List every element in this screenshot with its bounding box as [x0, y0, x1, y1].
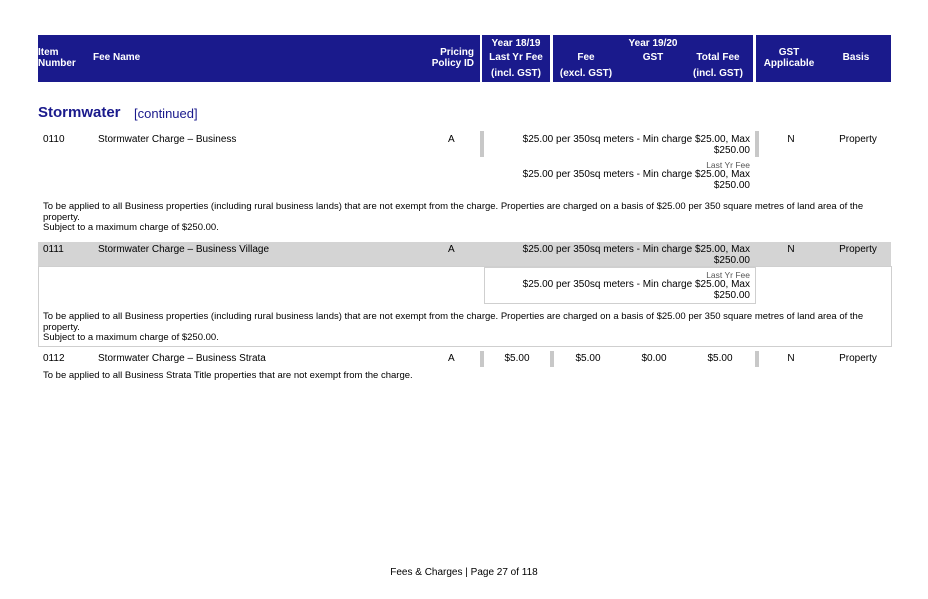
header-year-prev: Year 18/19 [491, 38, 541, 49]
header-item-number: Item Number [38, 47, 76, 69]
row-0110-last-yr-label: Last Yr Fee [706, 160, 750, 170]
row-0111-band [38, 242, 891, 266]
header-last-yr-fee: Last Yr Fee [489, 52, 543, 63]
header-band-year-curr: Year 19/20 Fee (excl. GST) GST Total Fee… [553, 35, 753, 82]
row-0112-divider-3 [755, 351, 759, 367]
row-0111-policy: A [448, 244, 455, 255]
header-band-left: Item Number Fee Name Pricing Policy ID [38, 35, 480, 82]
row-0112-item: 0112 [43, 353, 65, 364]
row-0110-name: Stormwater Charge – Business [98, 134, 237, 145]
header-fee: Fee [577, 52, 595, 63]
row-0112-gst: $0.00 [641, 353, 667, 364]
row-0112-last-yr: $5.00 [504, 353, 530, 364]
row-0112-total: $5.00 [707, 353, 733, 364]
row-0112-basis: Property [839, 353, 877, 364]
row-0110-description: To be applied to all Business properties… [43, 201, 864, 223]
row-0110-gst-applicable: N [787, 134, 795, 145]
row-0112-gst-applicable: N [787, 353, 795, 364]
row-0112-divider-2 [550, 351, 554, 367]
row-0110-item: 0110 [43, 134, 65, 145]
row-0110-policy: A [448, 134, 455, 145]
row-0110-divider-left [480, 131, 484, 157]
row-0111-last-yr-box [484, 267, 756, 304]
header-band-right: GST Applicable Basis [756, 35, 891, 82]
row-0111-description-note: Subject to a maximum charge of $250.00. [43, 332, 219, 343]
header-fee-name: Fee Name [93, 52, 141, 63]
row-0111-box [38, 266, 892, 347]
row-0111-name: Stormwater Charge – Business Village [98, 244, 270, 255]
row-0111-last-yr-label: Last Yr Fee [706, 270, 750, 280]
header-incl-gst-2: (incl. GST) [693, 68, 743, 79]
row-0111-description: To be applied to all Business properties… [43, 311, 864, 333]
row-0110-fee-text: $25.00 per 350sq meters - Min charge $25… [522, 134, 750, 156]
header-gst: GST [642, 52, 664, 63]
header-pricing-policy: Pricing Policy ID [431, 47, 474, 69]
section-title: Stormwater [38, 104, 121, 121]
row-0110-last-yr-text: $25.00 per 350sq meters - Min charge $25… [522, 169, 750, 191]
row-0111-fee-text: $25.00 per 350sq meters - Min charge $25… [522, 244, 750, 266]
row-0112-fee: $5.00 [575, 353, 601, 364]
row-0112-policy: A [448, 353, 455, 364]
row-0111-gst-applicable: N [787, 244, 795, 255]
row-0111-last-yr-text: $25.00 per 350sq meters - Min charge $25… [522, 279, 750, 301]
header-basis: Basis [842, 52, 870, 63]
row-0112-name: Stormwater Charge – Business Strata [98, 353, 266, 364]
row-0111-basis: Property [839, 244, 877, 255]
section-continued: [continued] [134, 106, 198, 121]
header-band-year-prev: Year 18/19 Last Yr Fee (incl. GST) [482, 35, 550, 82]
header-total-fee: Total Fee [696, 52, 740, 63]
row-0110-description-note: Subject to a maximum charge of $250.00. [43, 222, 219, 233]
row-0112-divider-1 [480, 351, 484, 367]
page-footer: Fees & Charges | Page 27 of 118 [390, 567, 538, 578]
header-excl-gst: (excl. GST) [559, 68, 613, 79]
header-year-curr: Year 19/20 [628, 38, 678, 49]
header-incl-gst-1: (incl. GST) [491, 68, 541, 79]
row-0111-item: 0111 [43, 244, 64, 255]
row-0110-divider-right [755, 131, 759, 157]
header-gst-applicable: GST Applicable [763, 47, 815, 69]
row-0112-description: To be applied to all Business Strata Tit… [43, 370, 413, 381]
row-0110-basis: Property [839, 134, 877, 145]
